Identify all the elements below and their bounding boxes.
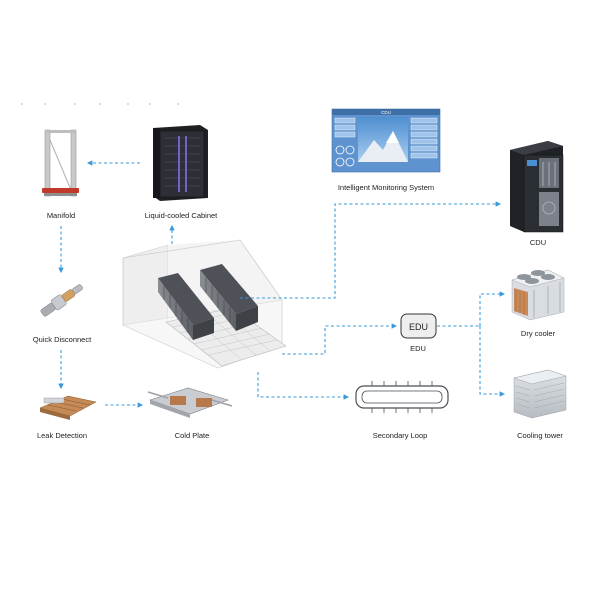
cooling-tower-image	[513, 369, 567, 419]
cabinet-label: Liquid-cooled Cabinet	[145, 211, 218, 220]
data-center-room-image	[121, 239, 287, 369]
cooling-tower-label: Cooling tower	[517, 431, 563, 440]
monitoring-screen-image: CDU	[331, 108, 441, 173]
cdu-label: CDU	[530, 238, 546, 247]
dry-cooler-image	[511, 269, 565, 321]
arrow-edu-to-cooling-tower	[479, 326, 506, 397]
decorative-dots	[21, 103, 179, 105]
monitoring-label: Intelligent Monitoring System	[338, 183, 434, 192]
edu-label: EDU	[410, 344, 426, 353]
arrow-edu-to-dry-cooler	[479, 291, 506, 326]
arrow-room-to-secondary-loop	[257, 372, 350, 400]
arrow-room-to-cdu	[240, 201, 502, 299]
cdu-image	[510, 141, 564, 233]
manifold-label: Manifold	[47, 211, 75, 220]
secondary-loop-label: Secondary Loop	[373, 431, 428, 440]
monitor-screen-header: CDU	[381, 110, 391, 115]
edu-box: EDU	[400, 313, 437, 339]
edu-box-text: EDU	[409, 322, 428, 332]
cold-plate-image	[147, 387, 233, 418]
leak-detection-image	[39, 395, 97, 420]
dry-cooler-label: Dry cooler	[521, 329, 556, 338]
quick-disconnect-image	[40, 284, 83, 317]
manifold-image	[42, 129, 79, 197]
quick-disconnect-label: Quick Disconnect	[33, 335, 92, 344]
secondary-loop-image	[355, 381, 449, 413]
cold-plate-label: Cold Plate	[175, 431, 210, 440]
liquid-cooled-cabinet-image	[153, 125, 208, 201]
leak-detection-label: Leak Detection	[37, 431, 87, 440]
flow-arrows	[58, 160, 506, 408]
arrow-room-to-edu	[282, 323, 398, 355]
